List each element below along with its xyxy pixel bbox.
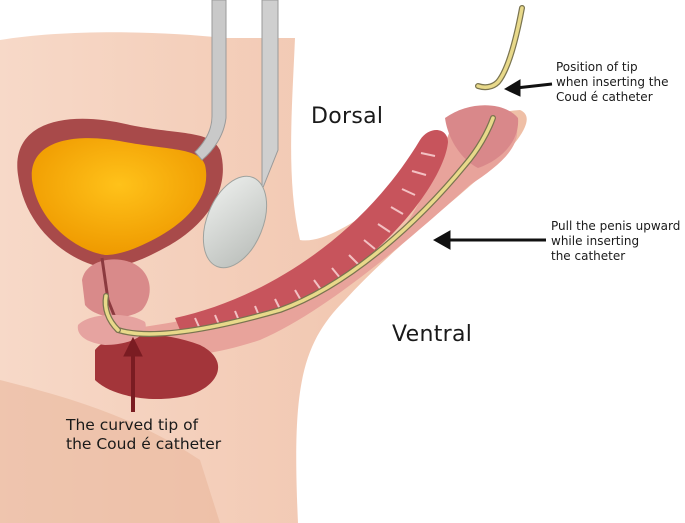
thigh-shade — [0, 380, 220, 523]
label-pull-upward: Pull the penis upward while inserting th… — [551, 219, 680, 264]
label-tip-position-line-2: when inserting the — [556, 75, 669, 89]
label-dorsal: Dorsal — [311, 104, 384, 129]
tube-guide — [261, 0, 279, 191]
bladder-urine — [31, 138, 207, 255]
urethral-bulb — [77, 314, 146, 345]
label-tip-position-line-1: Position of tip — [556, 60, 638, 74]
testis — [202, 175, 268, 269]
label-curved-tip-line-2: the Coud é catheter — [66, 435, 222, 453]
catheter-curved-tip-core — [103, 294, 120, 332]
catheter-inside-core — [116, 116, 495, 336]
arrow-tip-position — [503, 79, 553, 97]
label-tip-position: Position of tip when inserting the Coud … — [556, 60, 669, 105]
catheter-insertion-position-core — [476, 6, 524, 89]
label-tip-position-line-3: Coud é catheter — [556, 90, 653, 104]
label-pull-line-2: while inserting — [551, 234, 640, 248]
label-curved-tip-line-1: The curved tip of — [66, 416, 199, 434]
label-pull-line-3: the catheter — [551, 249, 626, 263]
pubic-bone — [194, 0, 227, 161]
label-ventral: Ventral — [392, 322, 473, 347]
corpus-cavernosum — [175, 130, 448, 330]
label-curved-tip: The curved tip of the Coud é catheter — [66, 416, 221, 454]
label-pull-line-1: Pull the penis upward — [551, 219, 681, 233]
prostate — [82, 259, 150, 318]
arrow-pull-upward — [432, 230, 546, 250]
scrotal-tissue — [95, 334, 219, 400]
catheter-insertion-position — [475, 5, 525, 91]
arrow-curved-tip — [123, 336, 143, 412]
